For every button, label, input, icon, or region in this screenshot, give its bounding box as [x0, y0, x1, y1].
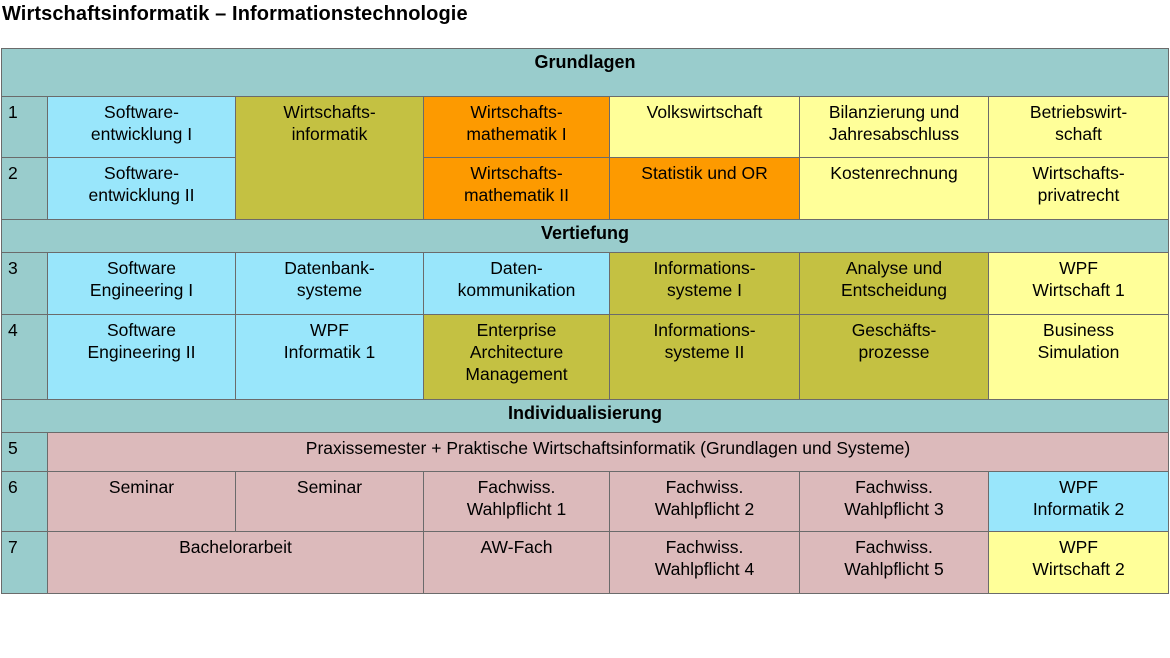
section-row-individualisierung: Individualisierung [0, 399, 1170, 433]
semester-row-5: 5 Praxissemester + Praktische Wirtschaft… [1, 432, 1170, 472]
section-row-vertiefung: Vertiefung [0, 219, 1170, 253]
semester-row-6: 6 Seminar Seminar Fachwiss. Wahlpflicht … [1, 471, 1170, 532]
module-praxissemester: Praxissemester + Praktische Wirtschaftsi… [46, 432, 1170, 472]
semester-number: 6 [1, 471, 48, 532]
semester-row-4: 4 Software Engineering II WPF Informatik… [1, 314, 1170, 400]
module-business-simulation: Business Simulation [987, 314, 1170, 400]
semester-number: 5 [1, 432, 48, 472]
semester-number: 3 [1, 252, 48, 315]
module-analyse-entscheidung: Analyse und Entscheidung [799, 252, 989, 315]
module-aw-fach: AW-Fach [423, 531, 610, 594]
module-statistik-or: Statistik und OR [609, 157, 800, 220]
module-wirtschaftsprivatrecht: Wirtschafts- privatrecht [987, 157, 1170, 220]
section-row-grundlagen: Grundlagen [0, 48, 1170, 97]
module-wpf-informatik-2: WPF Informatik 2 [987, 471, 1170, 532]
module-softwareentwicklung-2: Software- entwicklung II [47, 157, 236, 220]
module-seminar-1: Seminar [47, 471, 236, 532]
module-wirtschaftsinformatik: Wirtschafts- informatik [235, 96, 424, 220]
module-softwareentwicklung-1: Software- entwicklung I [47, 96, 236, 158]
module-enterprise-architecture: Enterprise Architecture Management [423, 314, 610, 400]
module-fachwiss-wahlpflicht-2: Fachwiss. Wahlpflicht 2 [609, 471, 800, 532]
module-bilanzierung: Bilanzierung und Jahresabschluss [799, 96, 989, 158]
module-software-engineering-2: Software Engineering II [47, 314, 236, 400]
module-wirtschaftsmathematik-1: Wirtschafts- mathematik I [423, 96, 610, 158]
module-wirtschaftsmathematik-2: Wirtschafts- mathematik II [423, 157, 610, 220]
module-informationssysteme-1: Informations- systeme I [609, 252, 800, 315]
module-geschaeftsprozesse: Geschäfts- prozesse [799, 314, 989, 400]
section-header-individualisierung: Individualisierung [0, 399, 1170, 433]
module-informationssysteme-2: Informations- systeme II [609, 314, 800, 400]
module-wpf-wirtschaft-1: WPF Wirtschaft 1 [987, 252, 1170, 315]
semester-number: 4 [1, 314, 48, 400]
page-title: Wirtschaftsinformatik – Informationstech… [2, 3, 468, 25]
module-betriebswirtschaft: Betriebswirt- schaft [987, 96, 1170, 158]
module-fachwiss-wahlpflicht-4: Fachwiss. Wahlpflicht 4 [609, 531, 800, 594]
module-wpf-informatik-1: WPF Informatik 1 [235, 314, 424, 400]
module-seminar-2: Seminar [235, 471, 424, 532]
semester-number: 1 [1, 96, 48, 158]
module-datenbanksysteme: Datenbank- systeme [235, 252, 424, 315]
section-header-vertiefung: Vertiefung [0, 219, 1170, 253]
semester-row-1: 1 Software- entwicklung I Wirtschafts- i… [1, 96, 1170, 220]
semester-row-7: 7 Bachelorarbeit AW-Fach Fachwiss. Wahlp… [1, 531, 1170, 594]
semester-row-2: 2 Software- entwicklung II Wirtschafts- … [1, 157, 1170, 220]
module-volkswirtschaft: Volkswirtschaft [609, 96, 800, 158]
module-software-engineering-1: Software Engineering I [47, 252, 236, 315]
module-fachwiss-wahlpflicht-3: Fachwiss. Wahlpflicht 3 [799, 471, 989, 532]
module-fachwiss-wahlpflicht-5: Fachwiss. Wahlpflicht 5 [799, 531, 989, 594]
section-header-grundlagen: Grundlagen [0, 48, 1170, 97]
semester-number: 7 [1, 531, 48, 594]
module-wpf-wirtschaft-2: WPF Wirtschaft 2 [987, 531, 1170, 594]
module-fachwiss-wahlpflicht-1: Fachwiss. Wahlpflicht 1 [423, 471, 610, 532]
curriculum-table: Grundlagen 1 Software- entwicklung I Wir… [0, 48, 1170, 594]
semester-row-3: 3 Software Engineering I Datenbank- syst… [1, 252, 1170, 315]
module-bachelorarbeit: Bachelorarbeit [47, 531, 424, 594]
module-datenkommunikation: Daten- kommunikation [423, 252, 610, 315]
module-kostenrechnung: Kostenrechnung [799, 157, 989, 220]
semester-number: 2 [1, 157, 48, 220]
